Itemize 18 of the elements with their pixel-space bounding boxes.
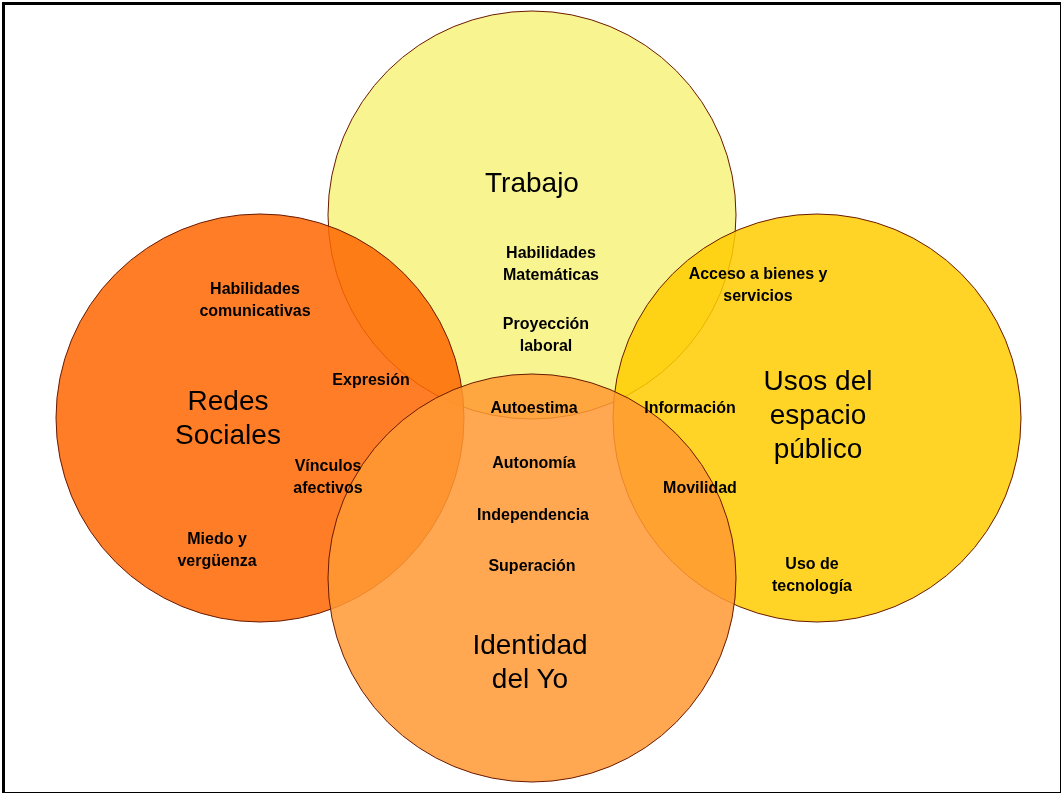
term-label: Habilidades Matemáticas (501, 243, 600, 285)
term-label: Independencia (476, 505, 590, 525)
term-label: Información (643, 398, 737, 418)
term-label: Autoestima (489, 398, 579, 418)
term-label: Proyección laboral (501, 314, 591, 356)
term-label: Vínculos afectivos (292, 456, 364, 498)
circle-title: Identidad del Yo (471, 628, 589, 696)
term-label: Autonomía (491, 453, 577, 473)
circle-title: Trabajo (484, 166, 580, 200)
circle-title: Usos del espacio público (762, 364, 874, 466)
term-label: Acceso a bienes y servicios (687, 264, 829, 306)
term-label: Uso de tecnología (771, 554, 853, 596)
term-label: Movilidad (662, 478, 738, 498)
circle-title: Redes Sociales (174, 384, 282, 452)
term-label: Miedo y vergüenza (176, 529, 258, 571)
term-label: Habilidades comunicativas (198, 279, 312, 321)
term-label: Superación (487, 556, 577, 576)
term-label: Expresión (331, 370, 411, 390)
